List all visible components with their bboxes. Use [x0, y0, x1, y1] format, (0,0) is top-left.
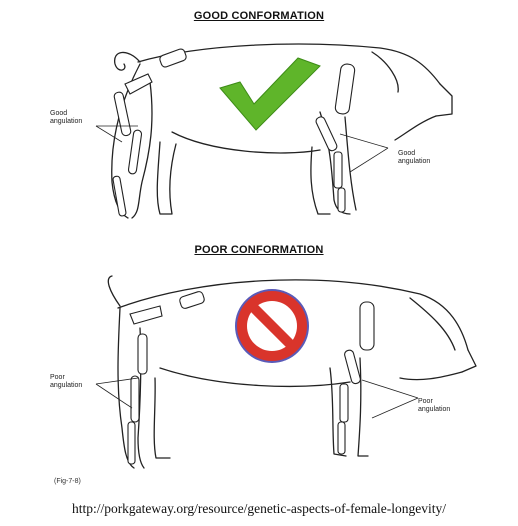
poor-angulation-label-left: Poor angulation [50, 374, 82, 390]
good-pig-diagram [0, 22, 518, 237]
prohibited-icon [235, 289, 309, 363]
source-url: http://porkgateway.org/resource/genetic-… [0, 501, 518, 517]
good-conformation-title: GOOD CONFORMATION [0, 10, 518, 22]
check-mark-icon [220, 58, 320, 130]
poor-pig-diagram [0, 258, 518, 476]
figure-label: (Fig-7-8) [54, 478, 81, 485]
good-angulation-label-left: Good angulation [50, 110, 82, 126]
good-angulation-label-right: Good angulation [398, 150, 430, 166]
poor-angulation-label-right: Poor angulation [418, 398, 450, 414]
poor-conformation-title: POOR CONFORMATION [0, 244, 518, 256]
